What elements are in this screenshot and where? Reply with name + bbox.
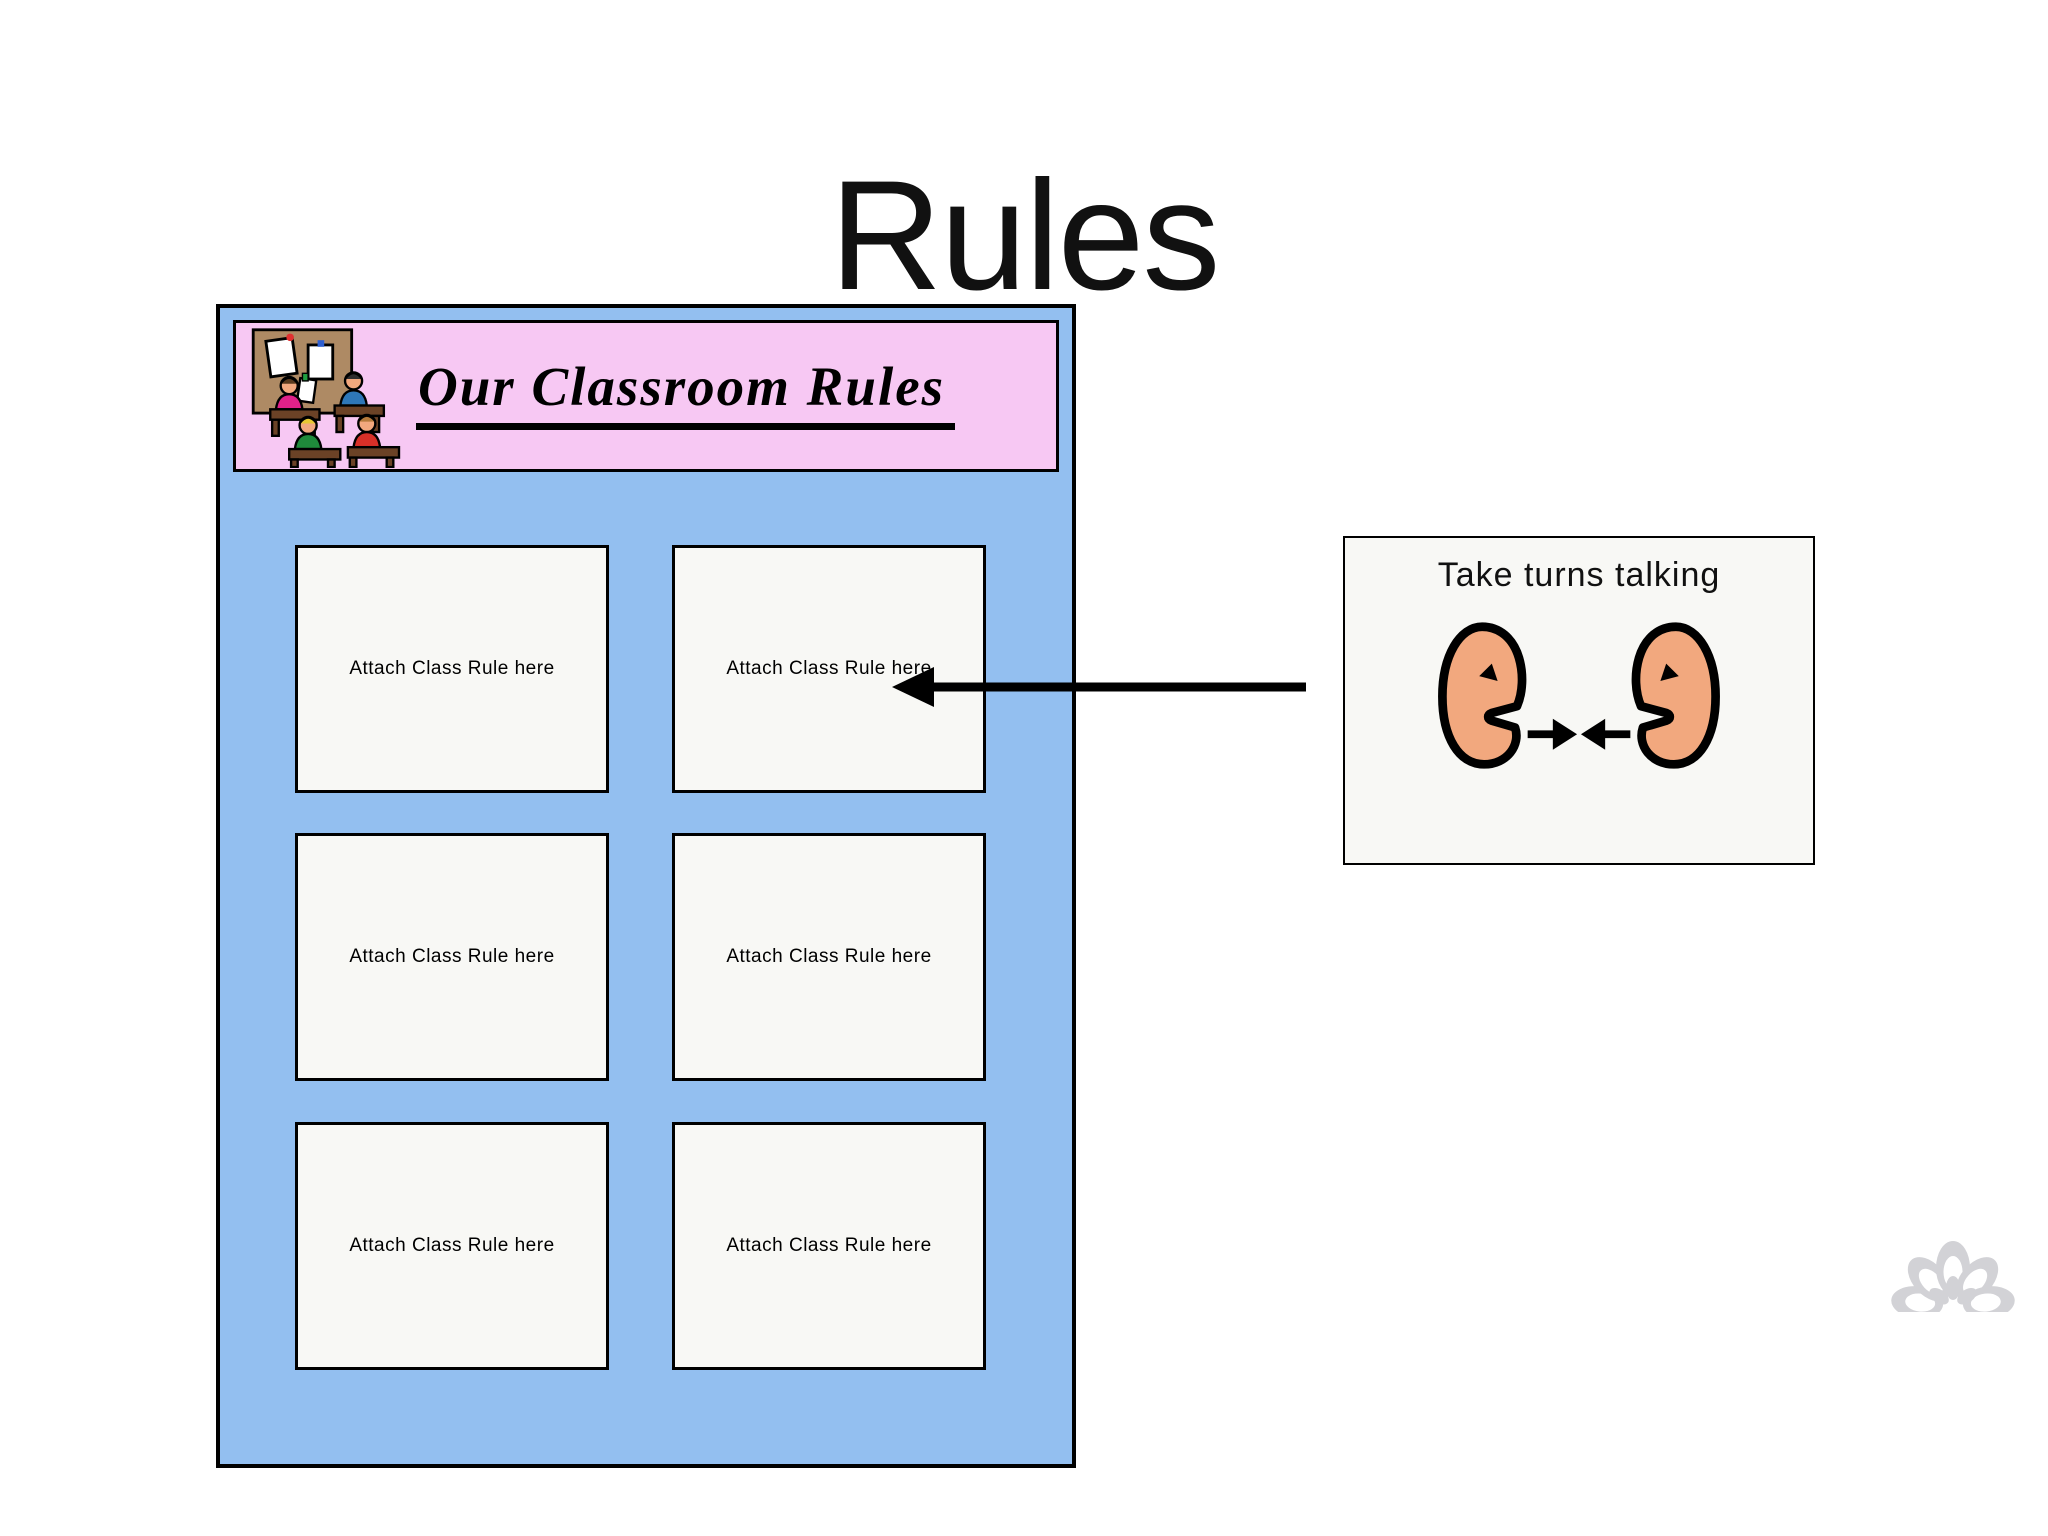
classroom-scene-clipart (251, 328, 401, 468)
rule-placeholder-box-6: Attach Class Rule here (672, 1122, 986, 1370)
rule-placeholder-box-3: Attach Class Rule here (295, 833, 609, 1081)
left-pointing-arrow (892, 667, 1306, 707)
banner-title: Our Classroom Rules (416, 355, 956, 430)
rule-placeholder-box-5: Attach Class Rule here (295, 1122, 609, 1370)
rule-placeholder-label: Attach Class Rule here (349, 946, 555, 967)
rule-placeholder-box-1: Attach Class Rule here (295, 545, 609, 793)
two-faces-talking-icon (1429, 619, 1729, 774)
slide-title: Rules (829, 148, 1221, 323)
callout-title: Take turns talking (1437, 556, 1721, 594)
take-turns-talking-card: Take turns talking (1343, 536, 1815, 865)
rule-placeholder-label: Attach Class Rule here (726, 946, 932, 967)
classroom-rules-poster: Our Classroom Rules Attach Class Rule he… (216, 304, 1076, 1468)
rule-placeholder-label: Attach Class Rule here (726, 1235, 932, 1256)
flower-petal-watermark (1891, 1241, 2015, 1312)
rule-placeholder-label: Attach Class Rule here (349, 1235, 555, 1256)
rule-placeholder-label: Attach Class Rule here (726, 658, 932, 679)
poster-banner: Our Classroom Rules (233, 320, 1059, 472)
rule-placeholder-label: Attach Class Rule here (349, 658, 555, 679)
rule-placeholder-box-4: Attach Class Rule here (672, 833, 986, 1081)
